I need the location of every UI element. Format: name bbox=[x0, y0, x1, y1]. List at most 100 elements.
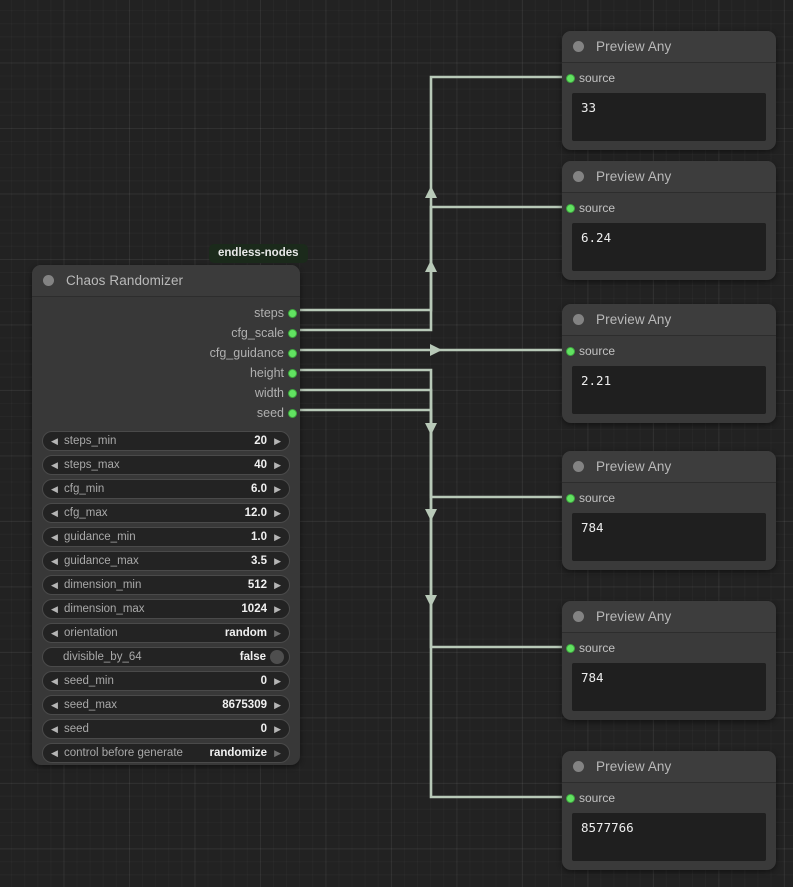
widget-seed-min[interactable]: ◀ seed_min 0 ▶ bbox=[42, 671, 290, 691]
node-preview-any-2[interactable]: Preview Any source 6.24 bbox=[562, 161, 776, 280]
triangle-right-icon[interactable]: ▶ bbox=[274, 435, 281, 446]
output-port-steps[interactable] bbox=[287, 308, 297, 318]
triangle-right-icon[interactable]: ▶ bbox=[274, 555, 281, 566]
circle-icon[interactable] bbox=[43, 275, 54, 286]
widget-value[interactable]: 12.0 bbox=[244, 507, 267, 519]
widget-value[interactable]: 40 bbox=[254, 459, 267, 471]
widget-value[interactable]: randomize bbox=[209, 747, 267, 759]
input-port-source[interactable] bbox=[566, 793, 575, 803]
triangle-left-icon[interactable]: ◀ bbox=[51, 459, 58, 470]
widget-value[interactable]: 20 bbox=[254, 435, 267, 447]
widget-orientation[interactable]: ◀ orientation random ▶ bbox=[42, 623, 290, 643]
triangle-right-icon[interactable]: ▶ bbox=[274, 603, 281, 614]
input-slot-source[interactable]: source bbox=[562, 633, 776, 663]
widget-value[interactable]: 1024 bbox=[241, 603, 267, 615]
output-slot-seed[interactable]: seed bbox=[32, 403, 300, 423]
widget-value[interactable]: random bbox=[224, 627, 267, 639]
triangle-left-icon[interactable]: ◀ bbox=[51, 699, 58, 710]
input-port-source[interactable] bbox=[566, 203, 575, 213]
widget-value[interactable]: 3.5 bbox=[251, 555, 267, 567]
triangle-left-icon[interactable]: ◀ bbox=[51, 579, 58, 590]
widget-cfg-max[interactable]: ◀ cfg_max 12.0 ▶ bbox=[42, 503, 290, 523]
node-title-bar[interactable]: Preview Any bbox=[562, 751, 776, 783]
circle-icon[interactable] bbox=[573, 314, 584, 325]
widget-value[interactable]: 512 bbox=[247, 579, 267, 591]
triangle-right-icon[interactable]: ▶ bbox=[274, 579, 281, 590]
output-slot-height[interactable]: height bbox=[32, 363, 300, 383]
triangle-right-icon[interactable]: ▶ bbox=[274, 675, 281, 686]
triangle-left-icon[interactable]: ◀ bbox=[51, 507, 58, 518]
node-preview-any-1[interactable]: Preview Any source 33 bbox=[562, 31, 776, 150]
node-title-bar[interactable]: Chaos Randomizer bbox=[32, 265, 300, 297]
triangle-left-icon[interactable]: ◀ bbox=[51, 675, 58, 686]
circle-icon[interactable] bbox=[573, 761, 584, 772]
node-preview-any-4[interactable]: Preview Any source 784 bbox=[562, 451, 776, 570]
output-port-cfg-guidance[interactable] bbox=[287, 348, 297, 358]
widget-steps-min[interactable]: ◀ steps_min 20 ▶ bbox=[42, 431, 290, 451]
input-port-source[interactable] bbox=[566, 643, 575, 653]
input-slot-source[interactable]: source bbox=[562, 193, 776, 223]
circle-icon[interactable] bbox=[573, 171, 584, 182]
output-port-width[interactable] bbox=[287, 388, 297, 398]
widget-guidance-max[interactable]: ◀ guidance_max 3.5 ▶ bbox=[42, 551, 290, 571]
triangle-right-icon[interactable]: ▶ bbox=[274, 747, 281, 758]
output-port-height[interactable] bbox=[287, 368, 297, 378]
widget-value[interactable]: 6.0 bbox=[251, 483, 267, 495]
widget-dimension-min[interactable]: ◀ dimension_min 512 ▶ bbox=[42, 575, 290, 595]
input-slot-source[interactable]: source bbox=[562, 336, 776, 366]
triangle-right-icon[interactable]: ▶ bbox=[274, 531, 281, 542]
circle-icon[interactable] bbox=[573, 611, 584, 622]
widget-divisible-by-64[interactable]: divisible_by_64 false bbox=[42, 647, 290, 667]
input-slot-source[interactable]: source bbox=[562, 783, 776, 813]
output-slot-cfg-guidance[interactable]: cfg_guidance bbox=[32, 343, 300, 363]
widget-seed[interactable]: ◀ seed 0 ▶ bbox=[42, 719, 290, 739]
widget-value[interactable]: 1.0 bbox=[251, 531, 267, 543]
node-title-bar[interactable]: Preview Any bbox=[562, 31, 776, 63]
node-title-bar[interactable]: Preview Any bbox=[562, 601, 776, 633]
circle-icon[interactable] bbox=[573, 41, 584, 52]
widget-value[interactable]: 8675309 bbox=[222, 699, 267, 711]
triangle-left-icon[interactable]: ◀ bbox=[51, 531, 58, 542]
input-port-source[interactable] bbox=[566, 346, 575, 356]
triangle-left-icon[interactable]: ◀ bbox=[51, 627, 58, 638]
triangle-right-icon[interactable]: ▶ bbox=[274, 723, 281, 734]
output-slot-steps[interactable]: steps bbox=[32, 303, 300, 323]
widget-steps-max[interactable]: ◀ steps_max 40 ▶ bbox=[42, 455, 290, 475]
triangle-right-icon[interactable]: ▶ bbox=[274, 483, 281, 494]
input-port-source[interactable] bbox=[566, 493, 575, 503]
triangle-left-icon[interactable]: ◀ bbox=[51, 435, 58, 446]
widget-value[interactable]: 0 bbox=[260, 723, 267, 735]
widget-control-before-generate[interactable]: ◀ control before generate randomize ▶ bbox=[42, 743, 290, 763]
node-preview-any-5[interactable]: Preview Any source 784 bbox=[562, 601, 776, 720]
triangle-left-icon[interactable]: ◀ bbox=[51, 603, 58, 614]
node-title-bar[interactable]: Preview Any bbox=[562, 304, 776, 336]
input-slot-source[interactable]: source bbox=[562, 63, 776, 93]
triangle-left-icon[interactable]: ◀ bbox=[51, 555, 58, 566]
triangle-right-icon[interactable]: ▶ bbox=[274, 699, 281, 710]
triangle-right-icon[interactable]: ▶ bbox=[274, 627, 281, 638]
output-slot-width[interactable]: width bbox=[32, 383, 300, 403]
widget-seed-max[interactable]: ◀ seed_max 8675309 ▶ bbox=[42, 695, 290, 715]
input-slot-source[interactable]: source bbox=[562, 483, 776, 513]
output-slot-cfg-scale[interactable]: cfg_scale bbox=[32, 323, 300, 343]
output-port-seed[interactable] bbox=[287, 408, 297, 418]
widget-cfg-min[interactable]: ◀ cfg_min 6.0 ▶ bbox=[42, 479, 290, 499]
triangle-left-icon[interactable]: ◀ bbox=[51, 747, 58, 758]
node-chaos-randomizer[interactable]: Chaos Randomizer steps cfg_scale cfg_gui… bbox=[32, 265, 300, 765]
node-preview-any-6[interactable]: Preview Any source 8577766 bbox=[562, 751, 776, 870]
widget-guidance-min[interactable]: ◀ guidance_min 1.0 ▶ bbox=[42, 527, 290, 547]
node-preview-any-3[interactable]: Preview Any source 2.21 bbox=[562, 304, 776, 423]
widget-value[interactable]: 0 bbox=[260, 675, 267, 687]
input-port-source[interactable] bbox=[566, 73, 575, 83]
widget-dimension-max[interactable]: ◀ dimension_max 1024 ▶ bbox=[42, 599, 290, 619]
toggle-knob-icon[interactable] bbox=[270, 650, 284, 664]
triangle-right-icon[interactable]: ▶ bbox=[274, 459, 281, 470]
triangle-right-icon[interactable]: ▶ bbox=[274, 507, 281, 518]
triangle-left-icon[interactable]: ◀ bbox=[51, 483, 58, 494]
node-title-bar[interactable]: Preview Any bbox=[562, 451, 776, 483]
output-port-cfg-scale[interactable] bbox=[287, 328, 297, 338]
node-title-bar[interactable]: Preview Any bbox=[562, 161, 776, 193]
circle-icon[interactable] bbox=[573, 461, 584, 472]
triangle-left-icon[interactable]: ◀ bbox=[51, 723, 58, 734]
